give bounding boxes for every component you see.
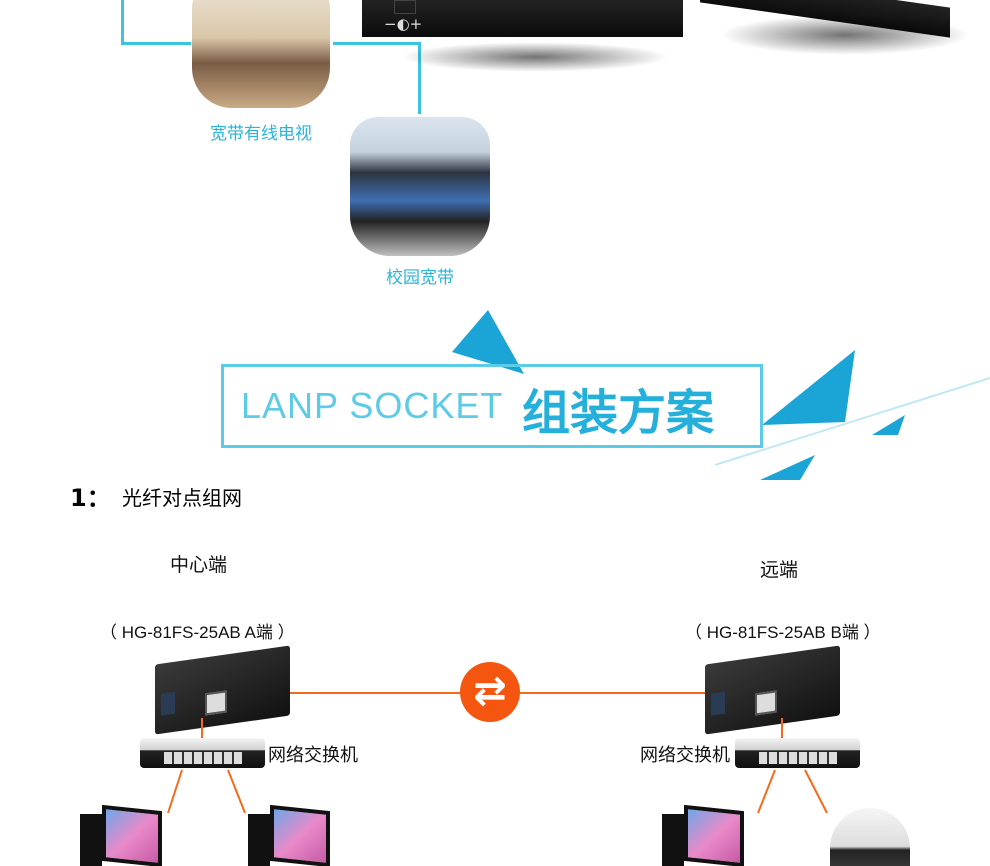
- power-polarity-icon: −◐+: [384, 15, 423, 33]
- computer-icon: [662, 804, 747, 866]
- network-switch-a: [140, 738, 265, 768]
- link-line: [757, 769, 776, 814]
- remote-end-label: 远端: [760, 559, 799, 581]
- device-shadow: [400, 42, 670, 72]
- power-jack: [394, 0, 416, 14]
- triangle-decor: [452, 310, 524, 374]
- link-line: [781, 718, 783, 740]
- switch-label-b: 网络交换机: [640, 745, 730, 766]
- scheme-title: 光纤对点组网: [122, 486, 242, 510]
- link-line: [804, 769, 828, 814]
- converter-a: [155, 645, 290, 735]
- fiber-line: [290, 692, 460, 694]
- device-front: −◐+: [362, 0, 683, 37]
- device-shadow: [720, 15, 970, 55]
- connector-line: [121, 0, 124, 44]
- broadband-tv-label: 宽带有线电视: [210, 124, 312, 144]
- campus-broadband-label: 校园宽带: [386, 268, 454, 288]
- campus-broadband-photo: [350, 117, 490, 256]
- connector-line: [121, 42, 191, 45]
- endpoint-links: [167, 769, 828, 814]
- exchange-icon: ⇄: [460, 662, 520, 722]
- scheme-number: 1：: [70, 484, 111, 512]
- switch-label-a: 网络交换机: [268, 745, 358, 766]
- banner-box: LANP SOCKET 组装方案: [221, 364, 763, 448]
- network-switch-b: [735, 738, 860, 768]
- banner-title-cn: 组装方案: [522, 385, 715, 441]
- fiber-line: [520, 692, 710, 694]
- dome-camera-icon: [830, 808, 910, 866]
- triangle-decor: [872, 415, 905, 435]
- converter-b: [705, 645, 840, 735]
- model-a-label: （ HG-81FS-25AB A端 ）: [100, 623, 295, 642]
- computer-icon: [80, 804, 165, 866]
- center-end-label: 中心端: [170, 554, 228, 576]
- computer-icon: [248, 804, 333, 866]
- link-line: [201, 718, 203, 740]
- link-line: [227, 769, 246, 814]
- model-b-label: （ HG-81FS-25AB B端 ）: [685, 623, 881, 642]
- decor-line: [714, 377, 990, 466]
- broadband-tv-photo: [192, 0, 330, 108]
- triangle-decor: [760, 455, 815, 480]
- banner-decor: [452, 310, 990, 480]
- triangle-decor: [762, 350, 855, 425]
- link-line: [167, 769, 183, 814]
- connector-line: [333, 42, 421, 45]
- banner-title-en: LANP SOCKET: [241, 385, 504, 426]
- connector-line: [418, 42, 421, 114]
